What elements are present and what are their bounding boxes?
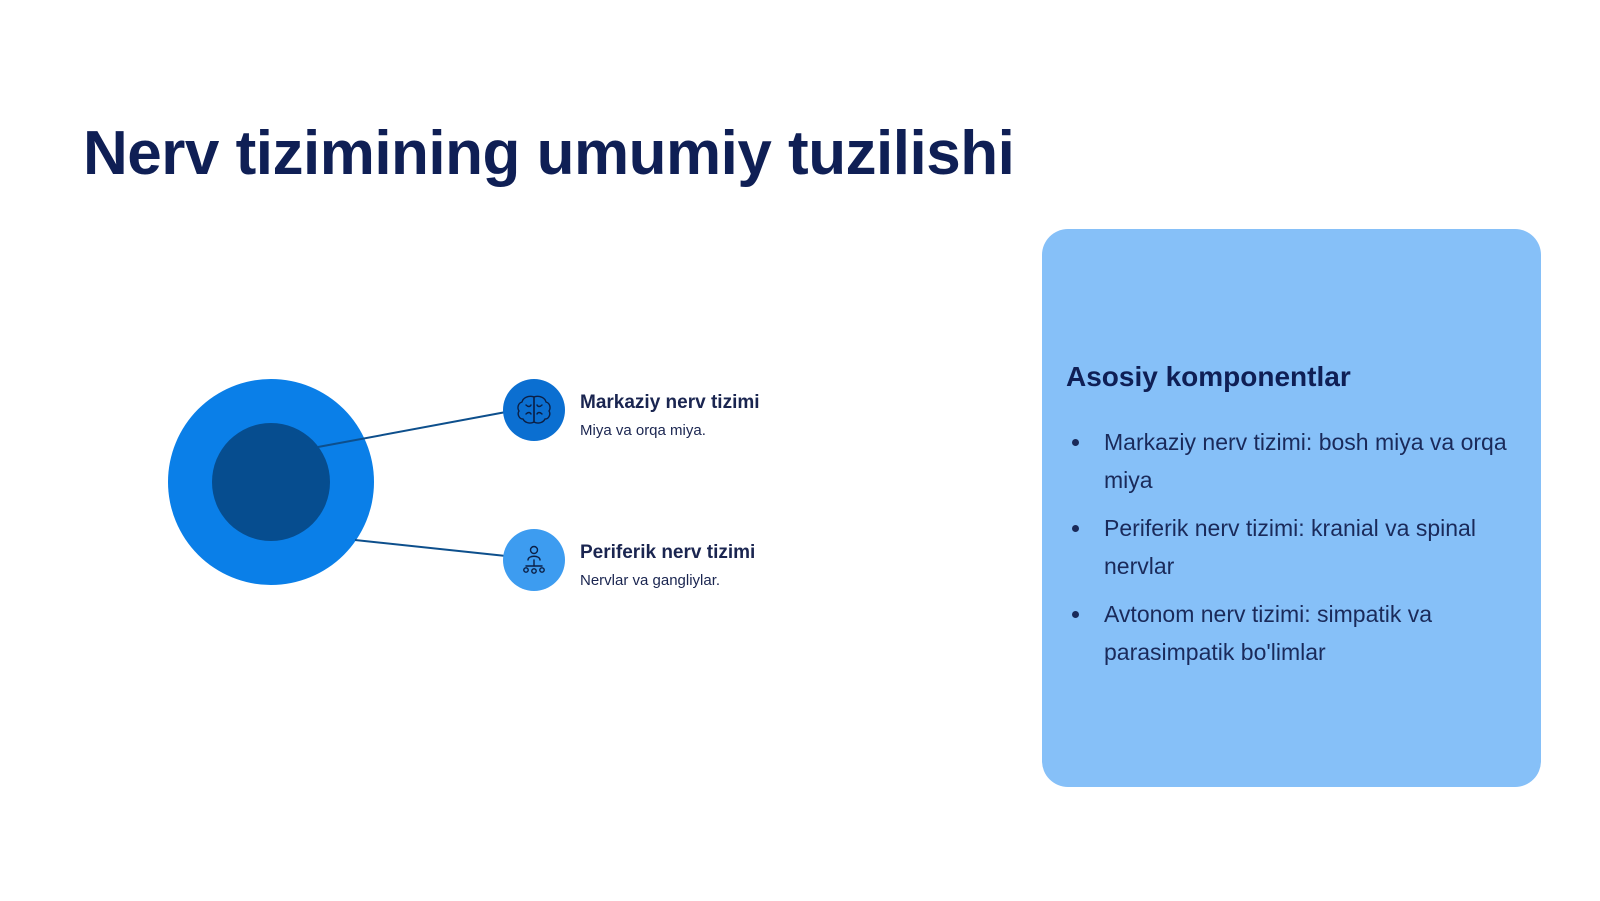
slide-title: Nerv tizimining umumiy tuzilishi (83, 119, 1015, 188)
components-list: Markaziy nerv tizimi: bosh miya va orqa … (1066, 423, 1516, 681)
bullet-icon (1072, 439, 1079, 446)
list-item-text: Avtonom nerv tizimi: simpatik va parasim… (1104, 601, 1433, 665)
network-person-icon (523, 545, 545, 574)
node-label-central: Markaziy nerv tizimi Miya va orqa miya. (580, 392, 760, 439)
list-item-text: Markaziy nerv tizimi: bosh miya va orqa … (1104, 429, 1507, 493)
node-title-central: Markaziy nerv tizimi (580, 392, 760, 413)
connector-line-peripheral (354, 539, 507, 557)
components-card: Asosiy komponentlar Markaziy nerv tizimi… (1042, 229, 1541, 787)
inner-circle (212, 423, 330, 541)
list-item: Avtonom nerv tizimi: simpatik va parasim… (1066, 595, 1516, 671)
list-item: Markaziy nerv tizimi: bosh miya va orqa … (1066, 423, 1516, 499)
brain-icon (517, 395, 551, 424)
bullet-icon (1072, 611, 1079, 618)
node-label-peripheral: Periferik nerv tizimi Nervlar va gangliy… (580, 542, 755, 589)
node-description-central: Miya va orqa miya. (580, 422, 706, 439)
card-title: Asosiy komponentlar (1066, 361, 1351, 392)
node-title-peripheral: Periferik nerv tizimi (580, 542, 756, 563)
list-item-text: Periferik nerv tizimi: kranial va spinal… (1104, 515, 1476, 579)
connector-line-central (317, 411, 507, 448)
node-description-peripheral: Nervlar va gangliylar. (580, 572, 721, 589)
bullet-icon (1072, 525, 1079, 532)
list-item: Periferik nerv tizimi: kranial va spinal… (1066, 509, 1516, 585)
